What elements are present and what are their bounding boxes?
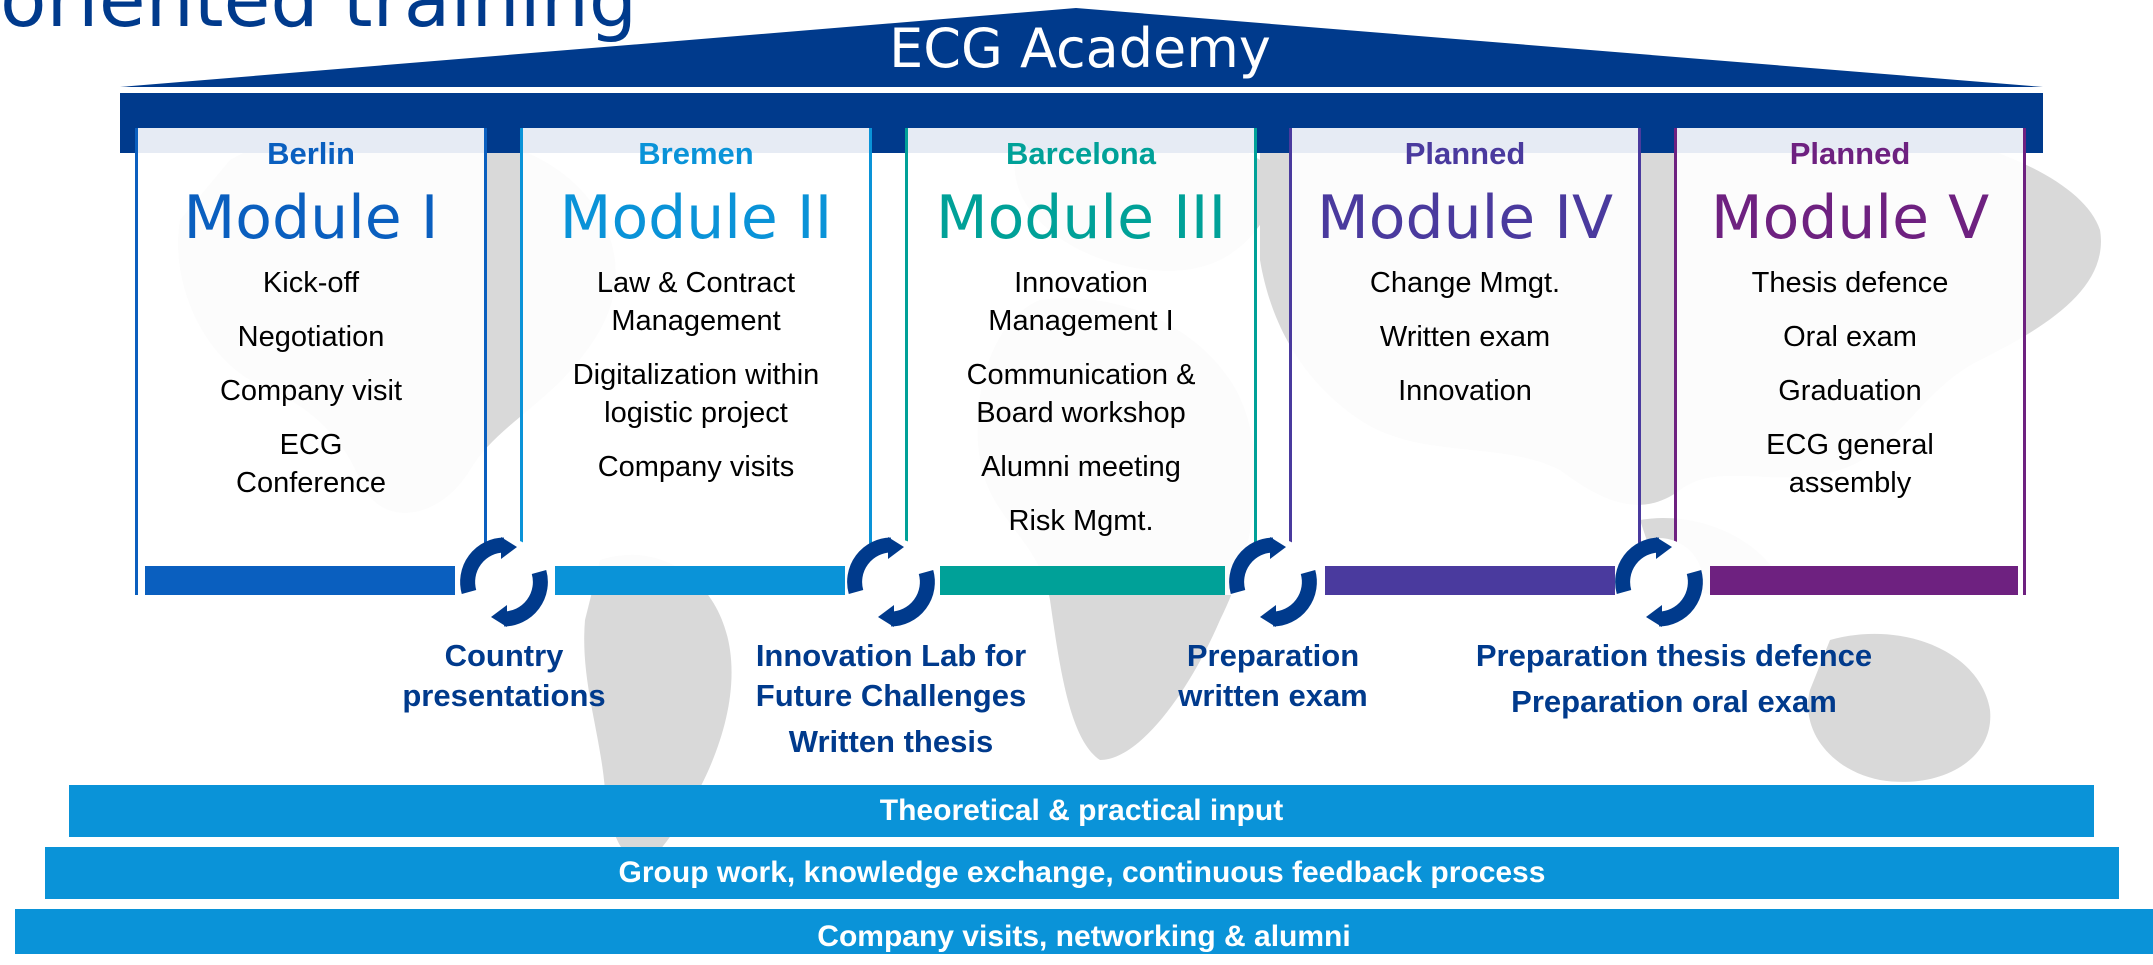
transition-label-1: Country presentations — [354, 636, 654, 716]
transition-line: Preparation — [1186, 638, 1360, 673]
module-location: Berlin — [267, 136, 355, 171]
module-column-1: Berlin Module I Kick-off Negotiation Com… — [135, 128, 487, 595]
module-item: Written exam — [1379, 321, 1551, 353]
module-item: Change Mmgt. — [1369, 267, 1561, 299]
module-item: Risk Mgmt. — [1008, 505, 1154, 537]
cycle-arrows-icon — [1229, 537, 1317, 627]
module-item: ECG Conference — [236, 429, 386, 499]
module-item: Thesis defence — [1751, 267, 1949, 299]
module-item: Oral exam — [1783, 321, 1917, 353]
module-title: Module I — [183, 183, 439, 253]
module-bar-5 — [1710, 566, 2018, 595]
module-column-2: Bremen Module II Law & Contract Manageme… — [520, 128, 872, 595]
module-item: Kick-off — [262, 267, 360, 299]
transition-line: written exam — [1178, 678, 1368, 713]
module-column-4: Planned Module IV Change Mmgt. Written e… — [1289, 128, 1641, 595]
module-bar-3 — [940, 566, 1225, 595]
module-item: Digitalization within logistic project — [572, 359, 820, 429]
module-column-5: Planned Module V Thesis defence Oral exa… — [1674, 128, 2026, 595]
module-title: Module II — [559, 183, 833, 253]
transition-line: Country — [444, 638, 564, 673]
page-title-fragment: oriented training — [0, 0, 637, 38]
module-title: Module III — [935, 183, 1227, 253]
module-location: Bremen — [638, 136, 754, 171]
transition-line: Written thesis — [788, 724, 994, 759]
transition-label-2: Innovation Lab for Future Challenges Wri… — [701, 636, 1081, 762]
module-title: Module V — [1710, 183, 1990, 253]
transition-line: Future Challenges — [755, 678, 1027, 713]
academy-roof — [120, 8, 2043, 87]
module-location: Planned — [1404, 136, 1526, 171]
module-bar-2 — [555, 566, 845, 595]
module-item: Law & Contract Management — [596, 267, 796, 337]
cycle-arrows-icon — [1615, 537, 1703, 627]
module-item: Company visit — [219, 375, 403, 407]
module-item: Innovation — [1398, 375, 1532, 407]
transition-label-4: Preparation thesis defence Preparation o… — [1424, 636, 1924, 722]
module-bar-4 — [1325, 566, 1615, 595]
module-bar-1 — [145, 566, 455, 595]
module-item: ECG general assembly — [1766, 429, 1934, 499]
module-item: Communication & Board workshop — [966, 359, 1196, 429]
transition-label-3: Preparation written exam — [1123, 636, 1423, 716]
module-title: Module IV — [1317, 183, 1613, 253]
module-location: Barcelona — [1006, 136, 1156, 171]
module-item: Innovation Management I — [988, 267, 1174, 337]
cycle-arrows-icon — [847, 537, 935, 627]
foundation-bar-1: Theoretical & practical input — [69, 785, 2094, 837]
transition-line: Innovation Lab for — [755, 638, 1027, 673]
module-item: Alumni meeting — [981, 451, 1181, 483]
transition-line: Preparation thesis defence — [1475, 638, 1873, 673]
academy-label: ECG Academy — [889, 17, 1271, 80]
module-item: Negotiation — [237, 321, 385, 353]
module-item: Graduation — [1778, 375, 1922, 407]
foundation-bar-3: Company visits, networking & alumni — [15, 909, 2153, 954]
transition-line: Preparation oral exam — [1511, 684, 1837, 719]
module-item: Company visits — [597, 451, 795, 483]
transition-line: presentations — [402, 678, 606, 713]
module-column-3: Barcelona Module III Innovation Manageme… — [905, 128, 1257, 595]
foundation-bar-2: Group work, knowledge exchange, continuo… — [45, 847, 2119, 899]
module-location: Planned — [1789, 136, 1911, 171]
cycle-arrows-icon — [460, 537, 548, 627]
